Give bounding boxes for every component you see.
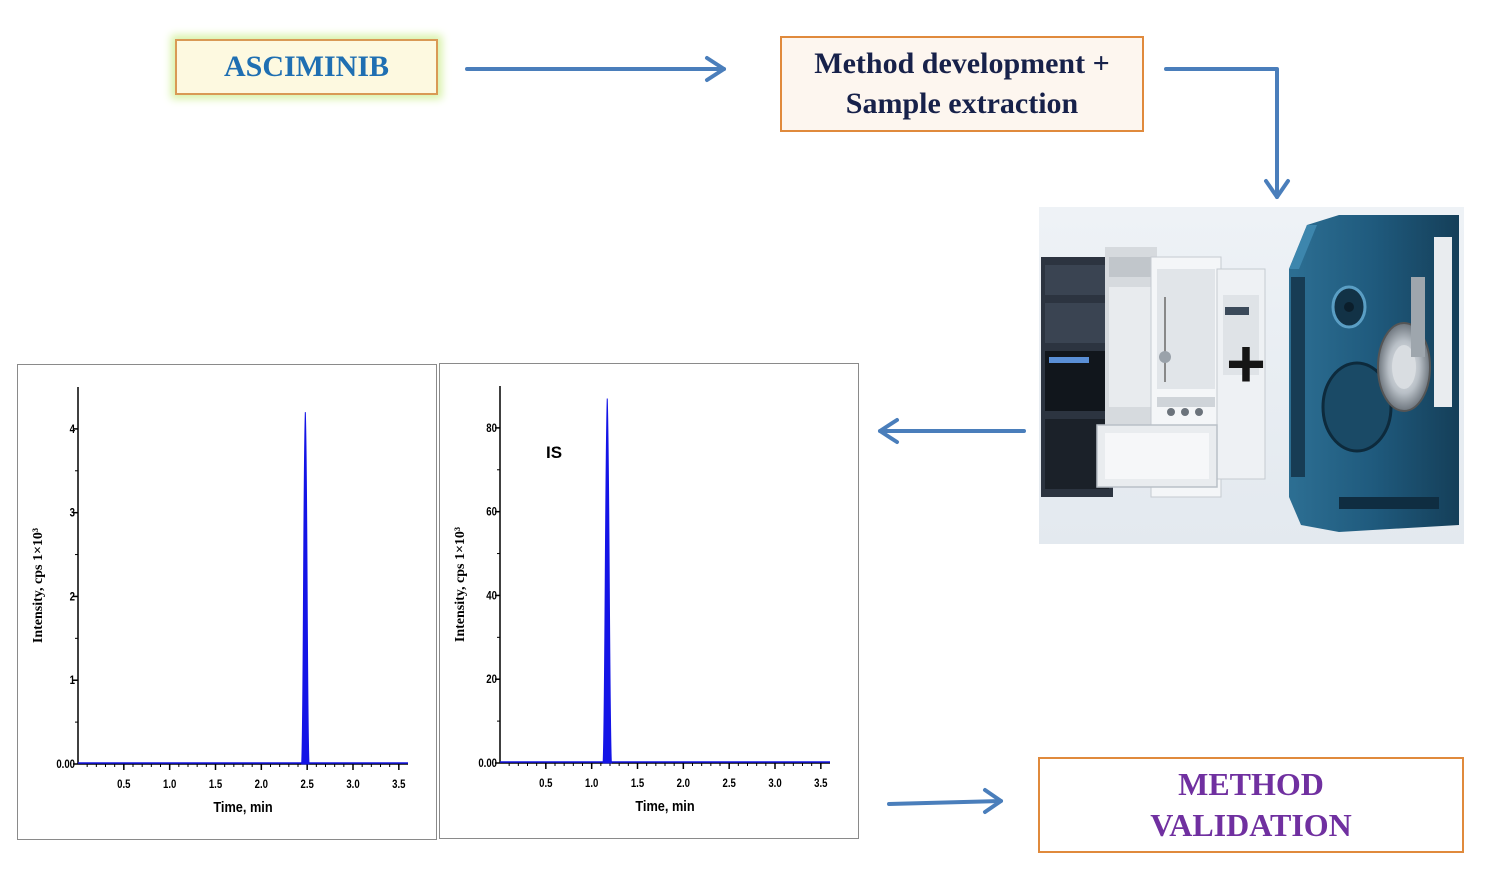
method-development-line1: Method development +	[814, 47, 1110, 80]
method-validation-line2: VALIDATION	[1150, 807, 1352, 843]
x-axis-label: Time, min	[213, 798, 272, 815]
x-tick-label: 3.5	[814, 777, 827, 790]
lc-ms-instrument-image: +	[1039, 207, 1464, 544]
asciminib-box: ASCIMINIB	[175, 39, 438, 95]
x-tick-label: 1.0	[585, 777, 598, 790]
x-tick-label: 2.0	[255, 778, 268, 791]
mass-spectrometer-icon	[1289, 215, 1459, 532]
arrow-chromatograms-to-validation	[887, 788, 1003, 814]
x-tick-label: 1.5	[631, 777, 644, 790]
method-development-box: Method development + Sample extraction	[780, 36, 1144, 132]
x-tick-label: 0.5	[117, 778, 130, 791]
x-axis-label: Time, min	[635, 797, 694, 814]
y-tick-label: 4	[70, 423, 75, 436]
chromatogram-peak	[602, 398, 612, 764]
y-axis-label: Intensity, cps 1×10³	[453, 527, 468, 642]
x-tick-label: 3.0	[346, 778, 359, 791]
arrow-instrument-to-chromatograms	[878, 418, 1026, 444]
y-tick-label: 0.00	[56, 758, 75, 771]
chromatogram-peak	[301, 412, 310, 765]
method-validation-line1: METHOD	[1178, 766, 1324, 802]
x-tick-label: 1.0	[163, 778, 176, 791]
asciminib-label: ASCIMINIB	[223, 50, 390, 83]
arrow-method-to-instrument	[1164, 67, 1290, 199]
x-tick-label: 1.5	[209, 778, 222, 791]
internal-standard-annotation: IS	[546, 443, 562, 462]
x-tick-label: 2.5	[722, 777, 735, 790]
y-tick-label: 3	[70, 507, 75, 520]
x-tick-label: 2.0	[677, 777, 690, 790]
lc-system-icon	[1041, 247, 1266, 498]
method-development-line2: Sample extraction	[845, 87, 1079, 120]
plus-sign: +	[1226, 326, 1266, 402]
y-tick-label: 0.00	[478, 757, 497, 770]
x-tick-label: 0.5	[539, 777, 552, 790]
y-tick-label: 2	[70, 591, 75, 604]
arrow-asciminib-to-method	[465, 56, 726, 82]
y-tick-label: 80	[486, 422, 497, 435]
x-tick-label: 2.5	[300, 778, 313, 791]
y-tick-label: 60	[486, 506, 497, 519]
y-tick-label: 1	[70, 674, 75, 687]
y-axis-label: Intensity, cps 1×10³	[31, 528, 46, 643]
x-tick-label: 3.5	[392, 778, 405, 791]
y-tick-label: 20	[486, 673, 497, 686]
x-tick-label: 3.0	[768, 777, 781, 790]
method-validation-box: METHOD VALIDATION	[1038, 757, 1464, 853]
y-tick-label: 40	[486, 590, 497, 603]
